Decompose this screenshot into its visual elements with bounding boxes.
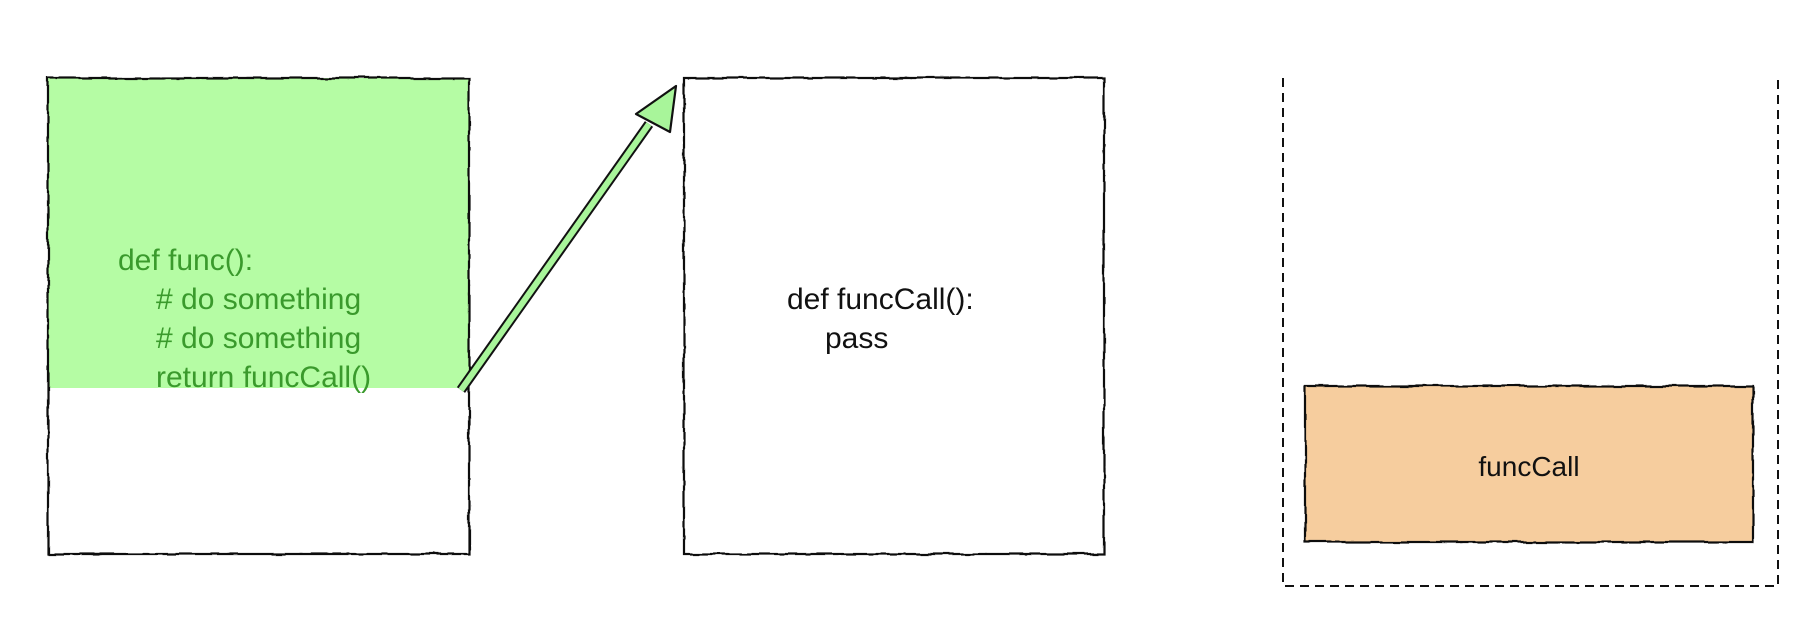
stack-frame-label: funcCall: [1478, 451, 1579, 482]
call-stack: funcCall: [1282, 78, 1779, 587]
caller-box: def func(): # do something # do somethin…: [46, 76, 471, 556]
stack-frame: funcCall: [1303, 384, 1755, 544]
caller-line-3: # do something: [156, 322, 361, 355]
callee-box-border: [682, 76, 1106, 556]
caller-line-1: def func():: [118, 244, 253, 277]
caller-box-border: [46, 76, 471, 556]
caller-highlight: [48, 78, 469, 388]
call-arrow: [456, 84, 678, 393]
callee-box: def funcCall(): pass: [682, 76, 1106, 556]
call-arrow-shaft: [458, 122, 652, 392]
stack-frame-box: [1303, 384, 1755, 544]
callee-line-2: pass: [825, 322, 888, 355]
caller-line-2: # do something: [156, 283, 361, 316]
call-arrow-head: [634, 84, 678, 134]
callee-line-1: def funcCall():: [787, 283, 974, 316]
caller-line-4: return funcCall(): [156, 361, 371, 394]
call-stack-outline: [1282, 78, 1779, 587]
